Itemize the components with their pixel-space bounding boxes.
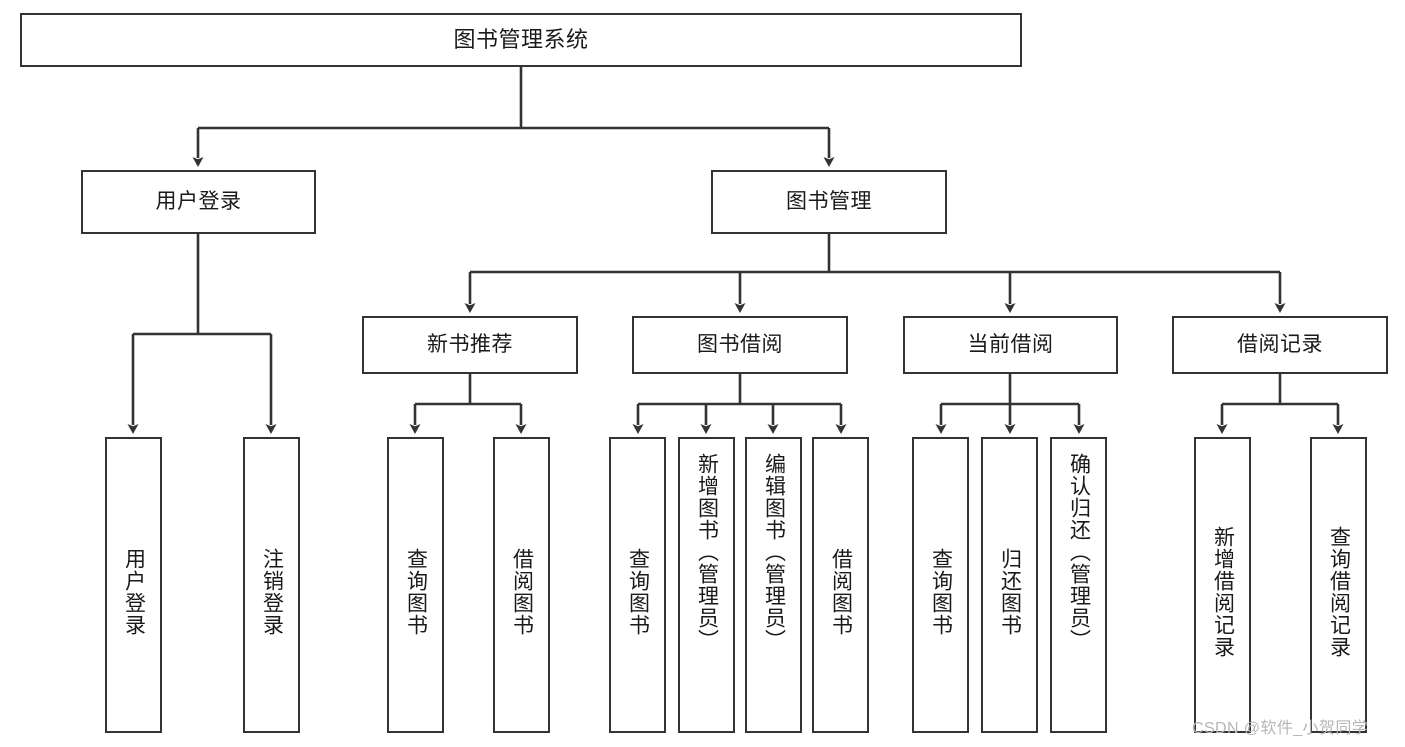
leaf-book-borrow-add-book-admin[interactable]: 新增图书（管理员）	[678, 437, 735, 733]
node-label: 用户登录	[155, 190, 242, 214]
leaf-new-book-query-book[interactable]: 查询图书	[387, 437, 444, 733]
node-label: 新书推荐	[427, 333, 513, 357]
node-label: 图书管理	[786, 190, 872, 214]
csdn-watermark: CSDN @软件_小贺同学	[1192, 720, 1369, 737]
node-user-login[interactable]: 用户登录	[81, 170, 316, 234]
node-label: 借阅图书	[829, 548, 853, 636]
node-label: 借阅图书	[510, 548, 534, 636]
node-label: 注销登录	[260, 548, 284, 636]
node-label: 查询图书	[404, 548, 428, 636]
leaf-book-borrow-query-book[interactable]: 查询图书	[609, 437, 666, 733]
node-label: 用户登录	[122, 548, 146, 636]
leaf-borrow-record-query-record[interactable]: 查询借阅记录	[1310, 437, 1367, 733]
node-new-book-recommend[interactable]: 新书推荐	[362, 316, 578, 374]
leaf-current-borrow-query-book[interactable]: 查询图书	[912, 437, 969, 733]
leaf-book-borrow-edit-book-admin[interactable]: 编辑图书（管理员）	[745, 437, 802, 733]
node-label: 新增图书（管理员）	[695, 453, 719, 651]
node-label: 查询借阅记录	[1327, 526, 1351, 658]
node-book-borrow[interactable]: 图书借阅	[632, 316, 848, 374]
node-label: 当前借阅	[967, 333, 1054, 357]
leaf-new-book-borrow-book[interactable]: 借阅图书	[493, 437, 550, 733]
node-label: 查询图书	[929, 548, 953, 636]
node-label: 图书借阅	[697, 333, 783, 357]
node-label: 查询图书	[626, 548, 650, 636]
leaf-user-login-login[interactable]: 用户登录	[105, 437, 162, 733]
node-label: 图书管理系统	[453, 26, 589, 52]
node-label: 新增借阅记录	[1211, 526, 1235, 658]
node-root-book-management-system[interactable]: 图书管理系统	[20, 13, 1022, 67]
leaf-current-borrow-return-book[interactable]: 归还图书	[981, 437, 1038, 733]
node-label: 归还图书	[998, 548, 1022, 636]
node-current-borrow[interactable]: 当前借阅	[903, 316, 1118, 374]
leaf-book-borrow-borrow-book[interactable]: 借阅图书	[812, 437, 869, 733]
leaf-user-login-logout[interactable]: 注销登录	[243, 437, 300, 733]
node-label: 确认归还（管理员）	[1067, 453, 1091, 651]
node-label: 借阅记录	[1237, 333, 1323, 357]
leaf-borrow-record-add-record[interactable]: 新增借阅记录	[1194, 437, 1251, 733]
node-book-management[interactable]: 图书管理	[711, 170, 947, 234]
node-borrow-record[interactable]: 借阅记录	[1172, 316, 1388, 374]
leaf-current-borrow-confirm-return-admin[interactable]: 确认归还（管理员）	[1050, 437, 1107, 733]
node-label: 编辑图书（管理员）	[762, 453, 786, 651]
